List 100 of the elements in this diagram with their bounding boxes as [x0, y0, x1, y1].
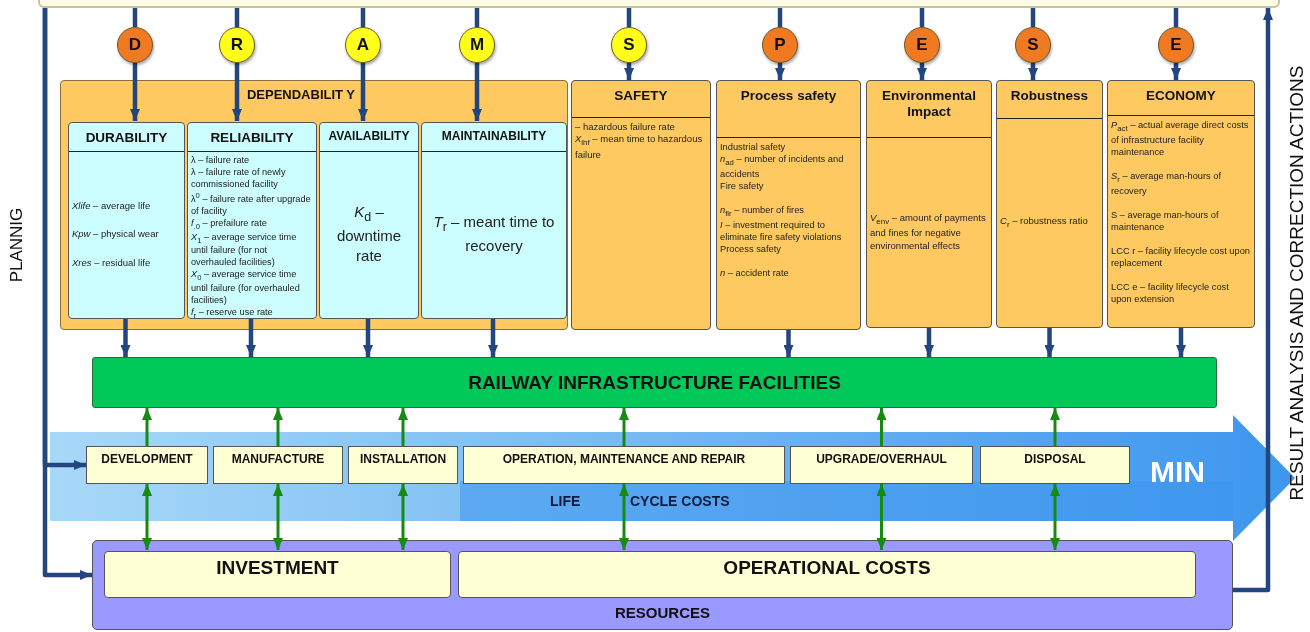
connector-line	[234, 8, 240, 27]
indicator-text: S – average man-hours of maintenance	[1111, 209, 1220, 234]
criterion-card	[68, 122, 185, 319]
panel-title: RESOURCES	[614, 604, 711, 621]
stage-box: UPGRADE/OVERHAUL	[790, 446, 973, 484]
card-heading: SAFETY	[572, 81, 710, 118]
arrow	[619, 484, 629, 550]
criterion-card	[421, 122, 567, 319]
arrow	[363, 318, 373, 357]
arrow	[246, 318, 256, 357]
arrow-label: CYCLE COSTS	[630, 493, 730, 509]
letter-circle: D	[117, 27, 153, 63]
arrow	[1050, 408, 1060, 446]
indicator-text: X$_{0}$ – average service time until failure (for overhauled facilities)	[191, 269, 301, 308]
arrow	[1044, 328, 1055, 357]
resources-panel	[92, 540, 1233, 630]
arrow	[142, 408, 152, 446]
indicator-text: λ – failure rate	[191, 155, 251, 167]
arrow	[917, 63, 927, 80]
connector-line	[132, 8, 138, 27]
indicator-text: Industrial safety	[720, 141, 787, 154]
arrow	[358, 63, 368, 121]
indicator-text: n$_{fir}$ – number of fires	[720, 204, 805, 220]
arrow	[42, 8, 92, 580]
criterion-card	[996, 80, 1103, 328]
arrow	[232, 63, 242, 121]
letter-circle: R	[219, 27, 255, 63]
connector-line	[1030, 8, 1036, 27]
arrow	[876, 408, 887, 446]
arrow	[398, 408, 408, 446]
connector-line	[360, 8, 366, 27]
arrow	[1233, 8, 1273, 593]
indicator-text: C$_{r}$ – robustness ratio	[1000, 214, 1089, 231]
arrow	[1028, 63, 1038, 80]
arrow	[783, 330, 794, 357]
card-heading: DURABILITY	[69, 123, 184, 152]
facilities-bar: RAILWAY INFRASTRUCTURE FACILITIES	[92, 357, 1217, 408]
arrow	[273, 408, 283, 446]
arrow	[398, 484, 408, 550]
criterion-card	[187, 122, 317, 319]
side-label: RESULT ANALYSIS AND CORRECTION ACTIONS	[1286, 65, 1308, 501]
criterion-card	[866, 80, 992, 328]
card-heading: Robustness	[997, 81, 1102, 119]
letter-circle: S	[1015, 27, 1051, 63]
card-heading: AVAILABILITY	[320, 123, 418, 152]
arrow	[1050, 484, 1060, 550]
indicator-text: Xres – residual life	[72, 256, 152, 269]
connector-line	[626, 8, 632, 27]
connector-line	[919, 8, 925, 27]
indicator-text: X$_{ihf}$ – mean time to hazardous failure	[575, 133, 704, 161]
arrow	[142, 484, 152, 550]
criterion-card	[319, 122, 419, 319]
card-heading: RELIABILITY	[188, 123, 316, 152]
card-heading: Process safety	[717, 81, 860, 138]
indicator-text: Fire safety	[720, 180, 765, 193]
stage-box: DISPOSAL	[980, 446, 1130, 484]
indicator-text: LCC e – facility lifecycle cost upon extension	[1111, 281, 1230, 306]
stage-box: MANUFACTURE	[213, 446, 343, 484]
arrow	[1171, 63, 1181, 80]
indicator-text: f$_{r}$ – reserve use rate	[191, 307, 274, 321]
stage-box: DEVELOPMENT	[86, 446, 208, 484]
arrow	[120, 318, 131, 357]
connector-line	[474, 8, 480, 27]
target-text: MIN	[1150, 455, 1205, 489]
indicator-text: Process safety	[720, 243, 782, 256]
cost-box: INVESTMENT	[104, 551, 451, 598]
indicator-text: K$_{d}$ – downtime rate	[335, 202, 403, 267]
indicator-text: X$_{1}$ – average service time until failure (for not overhauled facilities)	[191, 231, 298, 270]
cost-box: OPERATIONAL COSTS	[458, 551, 1196, 598]
criterion-card	[1107, 80, 1255, 328]
arrow	[924, 328, 934, 357]
stage-box: INSTALLATION	[348, 446, 458, 484]
stage-box: OPERATION, MAINTENANCE AND REPAIR	[463, 446, 785, 484]
letter-circle: E	[904, 27, 940, 63]
letter-circle: M	[459, 27, 495, 63]
card-heading: MAINTAINABILITY	[422, 123, 566, 152]
arrow	[619, 408, 629, 446]
arrow	[472, 63, 482, 121]
card-heading: ECONOMY	[1108, 81, 1254, 116]
indicator-text: λ – failure rate of newly commissioned facility	[191, 166, 287, 191]
indicator-text: n – accident rate	[720, 267, 790, 280]
arrow	[488, 318, 498, 357]
indicator-text: T$_{r}$ – meant time to recovery	[432, 212, 556, 257]
group-box	[60, 80, 568, 330]
connector-line	[1173, 8, 1179, 27]
group-title: DEPENDABILIT Y	[246, 87, 356, 104]
indicator-text: n$_{ad}$ – number of incidents and accidents	[720, 153, 845, 181]
indicator-text: Kpw – physical wear	[72, 228, 160, 241]
criterion-card	[571, 80, 711, 330]
connector-line	[777, 8, 783, 27]
arrow	[1176, 328, 1186, 357]
letter-circle: S	[611, 27, 647, 63]
arrow-label: LIFE	[550, 493, 581, 509]
indicator-text: LCC r – facility lifecycle cost upon replacement	[1111, 245, 1251, 270]
arrow	[624, 63, 634, 80]
arrow	[273, 484, 283, 550]
side-label: PLANNIG	[7, 207, 27, 283]
indicator-text: Xlife – average life	[72, 200, 152, 213]
indicator-text: – hazardous failure rate	[575, 121, 676, 134]
indicator-text: V$_{env}$ – amount of payments and fines for negative environmental effects	[870, 212, 987, 252]
